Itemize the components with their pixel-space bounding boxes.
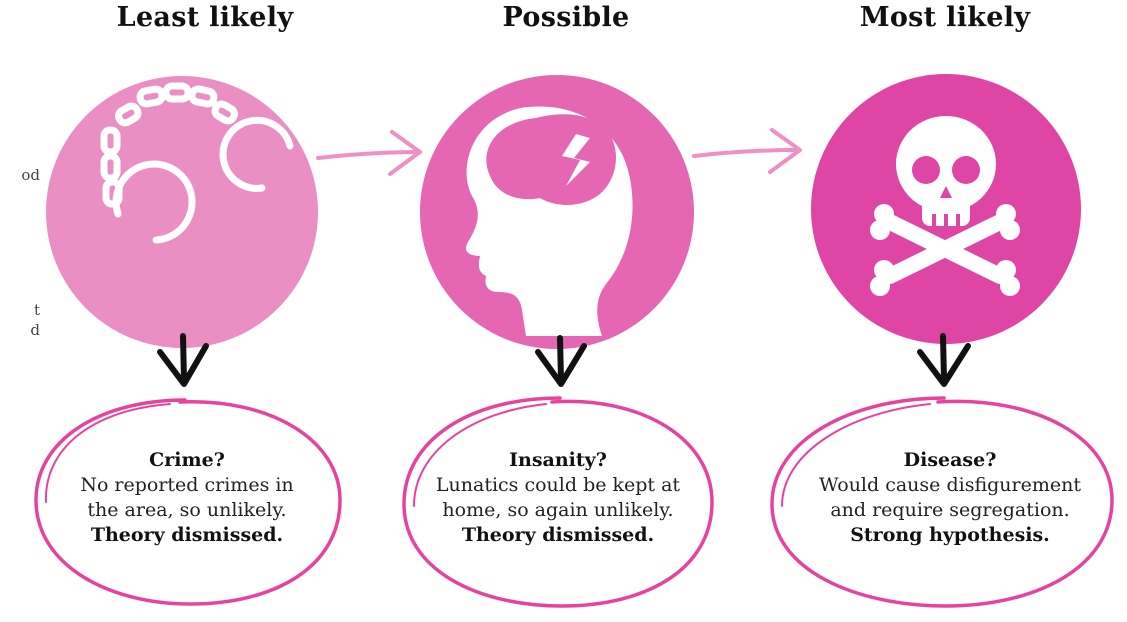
disease-oval xyxy=(770,396,1114,608)
disease-node xyxy=(811,74,1081,344)
disease-detail-line-1: Would cause disfigurement xyxy=(819,474,1081,496)
cropped-margin-text: t d xyxy=(0,300,40,340)
insanity-oval xyxy=(402,396,714,608)
cropped-margin-text: od xyxy=(0,165,40,185)
column-title-most-likely: Most likely xyxy=(859,2,1031,33)
flow-arrow-1 xyxy=(316,130,422,176)
disease-detail-line-2: and require segregation. xyxy=(830,499,1070,521)
crime-question: Crime? xyxy=(149,449,225,471)
margin-fragment-3: d xyxy=(30,321,40,339)
crime-circle xyxy=(46,76,318,348)
column-title-possible: Possible xyxy=(502,2,630,33)
crime-node xyxy=(46,76,318,348)
crime-oval xyxy=(34,398,342,606)
insanity-description: Insanity? Lunatics could be kept at home… xyxy=(428,448,688,548)
crime-verdict: Theory dismissed. xyxy=(90,524,284,546)
down-arrow-insanity xyxy=(535,335,587,387)
margin-fragment-2: t xyxy=(33,301,40,319)
crime-detail-line-2: the area, so unlikely. xyxy=(87,499,287,521)
insanity-detail-line-2: home, so again unlikely. xyxy=(442,499,674,521)
crime-description: Crime? No reported crimes in the area, s… xyxy=(57,448,317,548)
disease-description: Disease? Would cause disfigurement and r… xyxy=(812,448,1088,548)
margin-fragment-1: od xyxy=(21,166,40,184)
flow-arrow-2 xyxy=(692,128,802,174)
down-arrow-crime xyxy=(157,333,209,387)
insanity-node xyxy=(420,75,694,349)
skull-crossbones-icon xyxy=(870,116,1020,296)
insanity-verdict: Theory dismissed. xyxy=(461,524,655,546)
disease-verdict: Strong hypothesis. xyxy=(850,524,1050,546)
down-arrow-disease xyxy=(917,333,971,387)
column-title-least-likely: Least likely xyxy=(116,2,294,33)
insanity-detail-line-1: Lunatics could be kept at xyxy=(435,474,681,496)
disease-question: Disease? xyxy=(903,449,997,471)
crime-detail-line-1: No reported crimes in xyxy=(80,474,294,496)
handcuffs-icon xyxy=(100,82,294,244)
broken-brain-head-icon xyxy=(465,106,633,336)
insanity-question: Insanity? xyxy=(509,449,607,471)
